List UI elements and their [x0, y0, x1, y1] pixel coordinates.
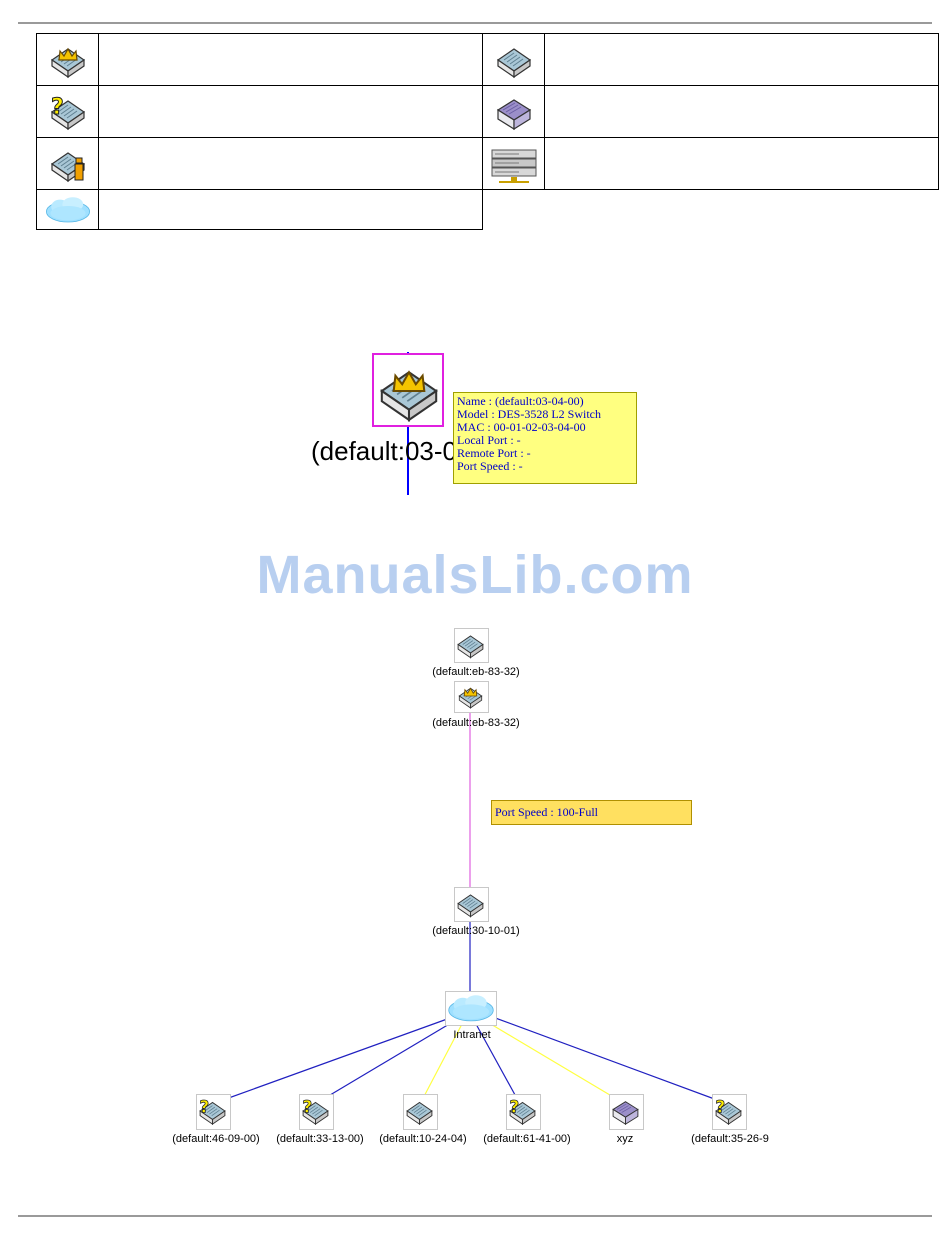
- candidate-switch-icon: [507, 1095, 538, 1127]
- member-switch-icon: [455, 629, 486, 660]
- candidate-switch-icon: [36, 85, 99, 138]
- link-cloud-to-35-26: [489, 1015, 729, 1105]
- tooltip-name: Name : (default:03-04-00): [457, 394, 584, 408]
- candidate-switch-icon: [713, 1095, 744, 1127]
- bottom-label-4: (default:61-41-00): [483, 1133, 571, 1145]
- tooltip-local-port: Local Port : -: [457, 433, 521, 447]
- watermark: ManualsLib.com: [256, 545, 694, 605]
- commander-switch-icon: [375, 357, 443, 425]
- link-cloud-to-10-24-04: [419, 1023, 463, 1105]
- bottom-label-1: (default:46-09-00): [172, 1133, 260, 1145]
- middle-member-switch[interactable]: [454, 887, 489, 922]
- diagram1-node-label: (default:03-0: [311, 436, 457, 466]
- candidate-switch-4[interactable]: [506, 1094, 541, 1130]
- bottom-rule: [18, 1215, 932, 1217]
- commander-switch-icon: [455, 682, 486, 710]
- top-member-label: (default:eb-83-32): [432, 666, 520, 678]
- member-switch-icon: [404, 1095, 435, 1127]
- bottom-label-3: (default:10-24-04): [379, 1133, 467, 1145]
- cloud-icon: [446, 992, 496, 1025]
- candidate-switch-6[interactable]: [712, 1094, 747, 1130]
- candidate-switch-2[interactable]: [299, 1094, 334, 1130]
- bottom-label-6: (default:35-26-9: [691, 1133, 769, 1145]
- link-cloud-to-xyz: [483, 1019, 626, 1105]
- top-rule: [18, 22, 932, 24]
- non-smart-switch-icon: [610, 1095, 641, 1127]
- server-device-icon: [482, 137, 545, 190]
- non-smart-switch-5[interactable]: [609, 1094, 644, 1130]
- top-member-switch[interactable]: [454, 628, 489, 663]
- tooltip-remote-port: Remote Port : -: [457, 446, 531, 460]
- intranet-cloud[interactable]: [445, 991, 497, 1026]
- link-cloud-to-46-09-00: [211, 1017, 451, 1105]
- bottom-label-2: (default:33-13-00): [276, 1133, 364, 1145]
- info-switch-icon: [36, 137, 99, 190]
- tooltip-mac: MAC : 00-01-02-03-04-00: [457, 420, 586, 434]
- commander-switch[interactable]: [454, 681, 489, 713]
- commander-label: (default:eb-83-32): [432, 717, 520, 729]
- candidate-switch-icon: [300, 1095, 331, 1127]
- device-tooltip: Name : (default:03-04-00) Model : DES-35…: [453, 392, 637, 484]
- port-speed-tooltip: Port Speed : 100-Full: [491, 800, 692, 825]
- selected-commander-switch[interactable]: [372, 353, 444, 427]
- cloud-label: Intranet: [453, 1029, 491, 1041]
- candidate-switch-1[interactable]: [196, 1094, 231, 1130]
- middle-member-label: (default:30-10-01): [432, 925, 520, 937]
- member-switch-icon: [455, 888, 486, 919]
- bottom-label-5: xyz: [616, 1133, 634, 1145]
- member-switch-3[interactable]: [403, 1094, 438, 1130]
- candidate-switch-icon: [197, 1095, 228, 1127]
- non-smart-switch-icon: [482, 85, 545, 138]
- cloud-icon: [36, 189, 99, 230]
- diagram2-links: [211, 700, 729, 1105]
- link-cloud-to-33-13-00: [314, 1019, 457, 1105]
- tooltip-port-speed: Port Speed : -: [457, 459, 523, 473]
- link-cloud-to-61-41-00: [475, 1023, 521, 1105]
- tooltip-model: Model : DES-3528 L2 Switch: [457, 407, 601, 421]
